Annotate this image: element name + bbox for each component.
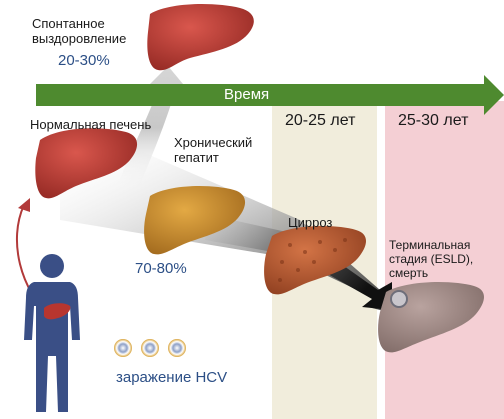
recovery-label: Спонтанное выздоровление bbox=[32, 16, 142, 47]
period-label-25-30: 25-30 лет bbox=[398, 112, 469, 129]
cirrhosis-texture bbox=[278, 238, 347, 282]
period-bg-25-30 bbox=[385, 101, 504, 419]
terminal-label-line3: смерть bbox=[389, 266, 429, 281]
period-label-20-25: 20-25 лет bbox=[285, 112, 356, 129]
hcv-virus-icon bbox=[114, 339, 132, 357]
terminal-label: Терминальная стадия (ESLD), смерть bbox=[389, 238, 501, 280]
terminal-label-line2: стадия (ESLD), bbox=[389, 252, 474, 267]
terminal-label-line1: Терминальная bbox=[389, 238, 471, 252]
human-figure-icon bbox=[24, 254, 80, 412]
recovery-percent: 20-30% bbox=[58, 52, 110, 69]
human-liver-icon bbox=[44, 303, 71, 320]
liver-recovered-icon bbox=[147, 4, 254, 71]
timeline-label: Время bbox=[224, 86, 270, 103]
normal-liver-label: Нормальная печень bbox=[30, 117, 152, 132]
chronic-percent: 70-80% bbox=[135, 260, 187, 277]
timeline-arrow bbox=[36, 75, 504, 115]
infection-arrowhead bbox=[18, 198, 30, 212]
recovery-label-line1: Спонтанное bbox=[32, 16, 105, 31]
liver-chronic-icon bbox=[144, 186, 246, 255]
tumor-icon bbox=[390, 290, 408, 308]
recovery-label-line2: выздоровление bbox=[32, 31, 127, 47]
progression-wedge-dark bbox=[205, 215, 392, 310]
chronic-label-line2: гепатит bbox=[174, 150, 219, 166]
hcv-infection-label: заражение HCV bbox=[116, 369, 228, 386]
chronic-label: Хронический гепатит bbox=[174, 135, 264, 166]
hcv-virus-icon bbox=[141, 339, 159, 357]
cirrhosis-label: Цирроз bbox=[288, 215, 333, 230]
chronic-label-line1: Хронический bbox=[174, 135, 253, 150]
hcv-virus-icon bbox=[168, 339, 186, 357]
liver-normal-icon bbox=[35, 128, 138, 199]
